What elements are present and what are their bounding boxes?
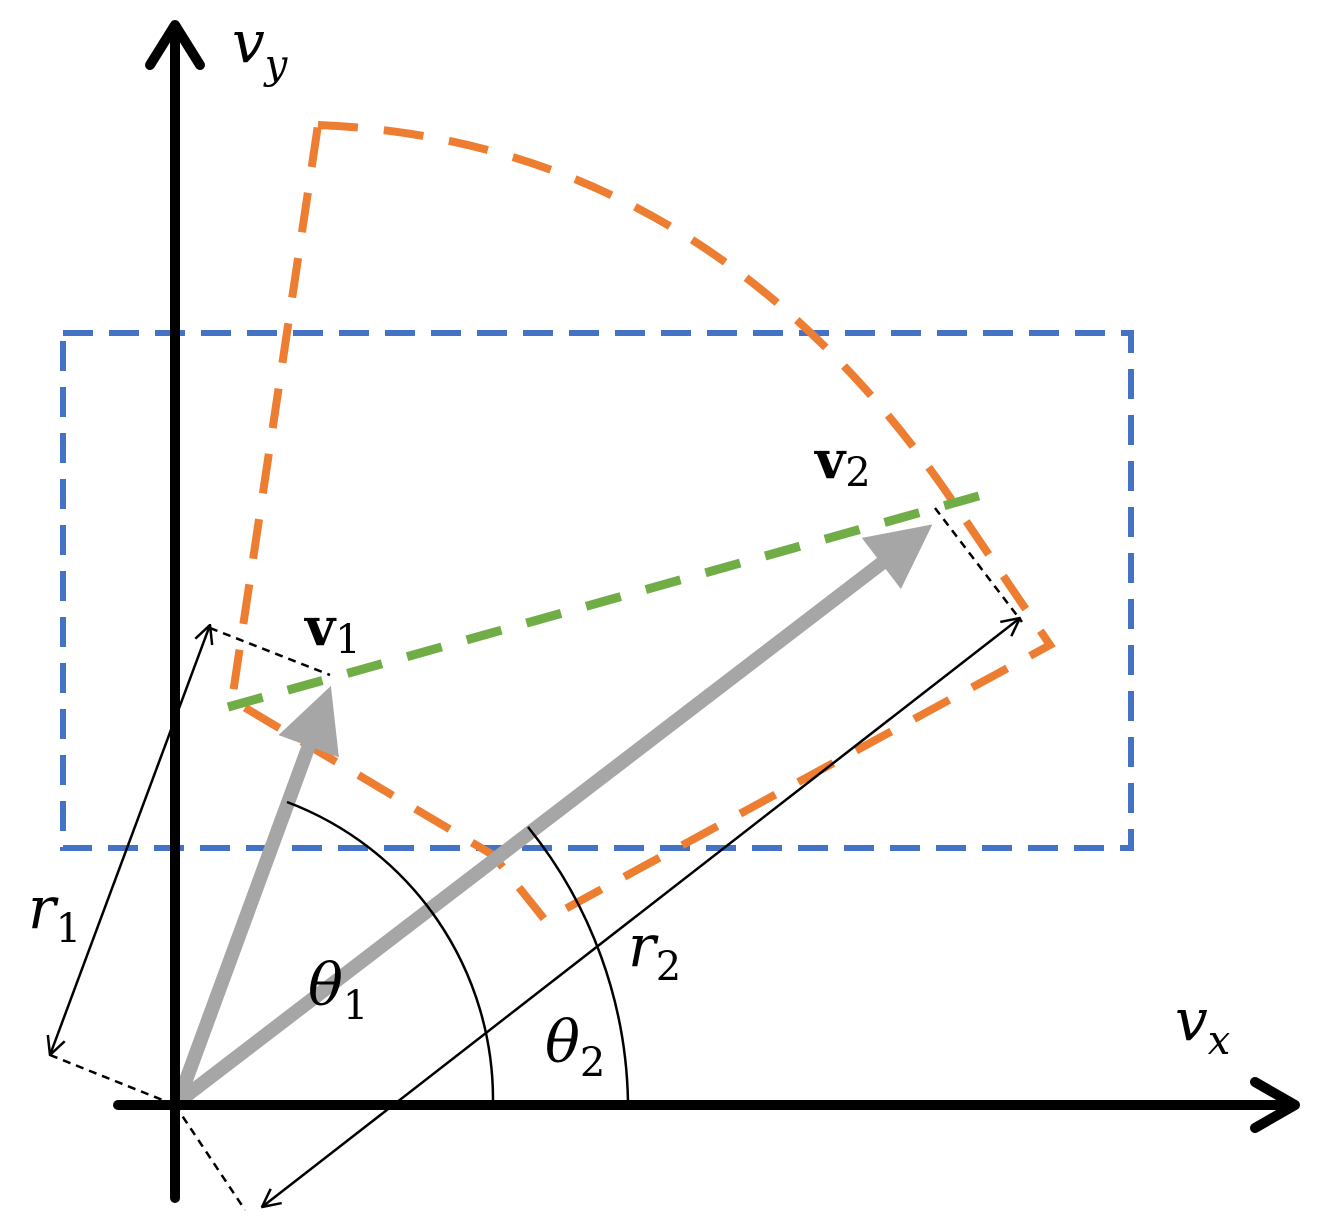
- label-v1: v1: [304, 597, 361, 663]
- axes: [113, 20, 1300, 1203]
- projection-lines: [49, 507, 1023, 1211]
- label-vx: vx: [1175, 986, 1230, 1064]
- label-r2: r2: [628, 912, 681, 990]
- vx-axis-arrowhead: [1250, 1077, 1300, 1133]
- label-theta1: θ1: [308, 951, 368, 1029]
- green-dashed-line: [226, 485, 1002, 712]
- r1-arrow: [50, 625, 210, 1055]
- label-vy: vy: [232, 8, 289, 88]
- label-r1: r1: [28, 874, 81, 952]
- label-theta2: θ2: [545, 1008, 605, 1086]
- blue-dashed-box: [60, 330, 1134, 851]
- orange-dashed-sector: [227, 120, 1056, 926]
- vy-axis-arrowhead: [145, 20, 205, 70]
- label-v2: v2: [814, 430, 871, 496]
